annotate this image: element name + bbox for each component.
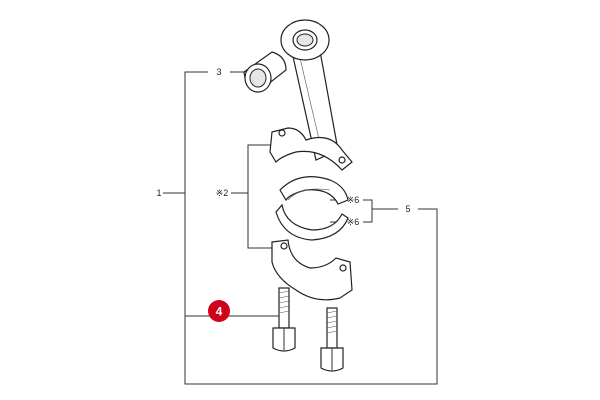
callout-number: 4 bbox=[216, 305, 223, 319]
label-item-2: ※2 bbox=[216, 188, 229, 198]
bracket-item-6 bbox=[363, 199, 373, 223]
label-item-6-top: ※6 bbox=[347, 195, 360, 205]
rod-cap-body bbox=[271, 239, 353, 301]
bracket-item-2 bbox=[247, 144, 275, 249]
bearing-shell-upper-edge bbox=[287, 188, 331, 201]
cap-bolt-hole-left bbox=[280, 242, 288, 250]
connecting-rod bbox=[269, 19, 353, 171]
rod-bolt-hole-left bbox=[278, 129, 286, 137]
bolt-left-thread bbox=[278, 290, 290, 314]
piston-pin-bushing bbox=[243, 51, 287, 93]
bracket-item-1 bbox=[184, 71, 438, 385]
bearing-shells bbox=[275, 176, 349, 241]
label-item-6-bottom: ※6 bbox=[347, 217, 360, 227]
rod-shank-edge bbox=[299, 57, 323, 153]
bushing-bore bbox=[249, 68, 267, 88]
rod-bolt-left bbox=[272, 287, 296, 352]
cap-bolt-hole-right bbox=[339, 264, 347, 272]
rod-bolt-hole-right bbox=[338, 156, 346, 164]
label-item-1: 1 bbox=[156, 188, 161, 198]
bearing-shell-lower bbox=[275, 203, 349, 241]
bolt-right-thread bbox=[326, 310, 338, 334]
rod-cap bbox=[271, 239, 353, 301]
small-end-bore-inner bbox=[296, 33, 314, 47]
bearing-shell-upper bbox=[279, 176, 349, 205]
rod-bolt-right bbox=[320, 307, 344, 372]
rod-big-end bbox=[269, 127, 353, 171]
bracket-lines bbox=[163, 71, 438, 385]
callout-badge-item-4[interactable]: 4 bbox=[208, 300, 230, 322]
label-item-5: 5 bbox=[405, 204, 410, 214]
callout-circle bbox=[208, 300, 230, 322]
label-item-3: 3 bbox=[216, 67, 221, 77]
